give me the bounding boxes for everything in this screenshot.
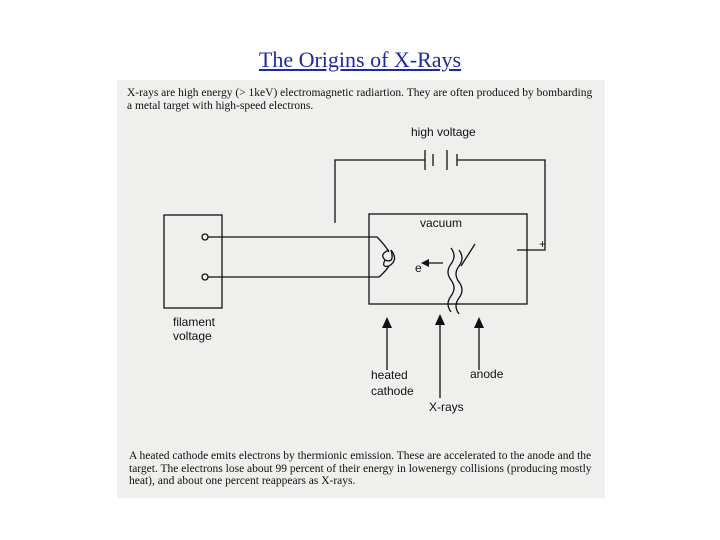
xray-wave-2 xyxy=(455,249,463,315)
label-filament-2: voltage xyxy=(173,329,212,343)
hv-wire-right xyxy=(457,159,546,251)
filament-terminal-top xyxy=(201,233,209,241)
label-plus: + xyxy=(539,237,546,251)
label-xrays: X-rays xyxy=(429,400,464,414)
filament-terminal-bottom xyxy=(201,273,209,281)
scanned-figure: X-rays are high energy (> 1keV) electrom… xyxy=(117,80,605,498)
intro-text: X-rays are high energy (> 1keV) electrom… xyxy=(127,87,593,112)
label-anode: anode xyxy=(470,367,504,381)
hv-wire-left xyxy=(334,159,425,223)
page-title: The Origins of X-Rays xyxy=(258,47,462,72)
caption-text: A heated cathode emits electrons by ther… xyxy=(129,450,592,487)
label-minus: - xyxy=(349,229,353,243)
filament-supply-box xyxy=(163,214,223,309)
label-heated: heated xyxy=(371,368,408,382)
label-vacuum: vacuum xyxy=(420,216,462,230)
anode-target xyxy=(460,243,476,267)
label-electron: e xyxy=(415,261,422,275)
xray-wave-1 xyxy=(447,247,455,313)
label-filament-1: filament xyxy=(173,315,216,329)
label-cathode: cathode xyxy=(371,384,414,398)
cathode-coil xyxy=(382,249,396,268)
filament-wire-top xyxy=(208,236,390,253)
label-high-voltage: high voltage xyxy=(411,125,476,139)
filament-wire-bottom xyxy=(208,265,390,278)
xray-tube-diagram: high voltage vacuum - + e filament volta… xyxy=(163,125,546,414)
battery-symbol xyxy=(424,150,458,170)
